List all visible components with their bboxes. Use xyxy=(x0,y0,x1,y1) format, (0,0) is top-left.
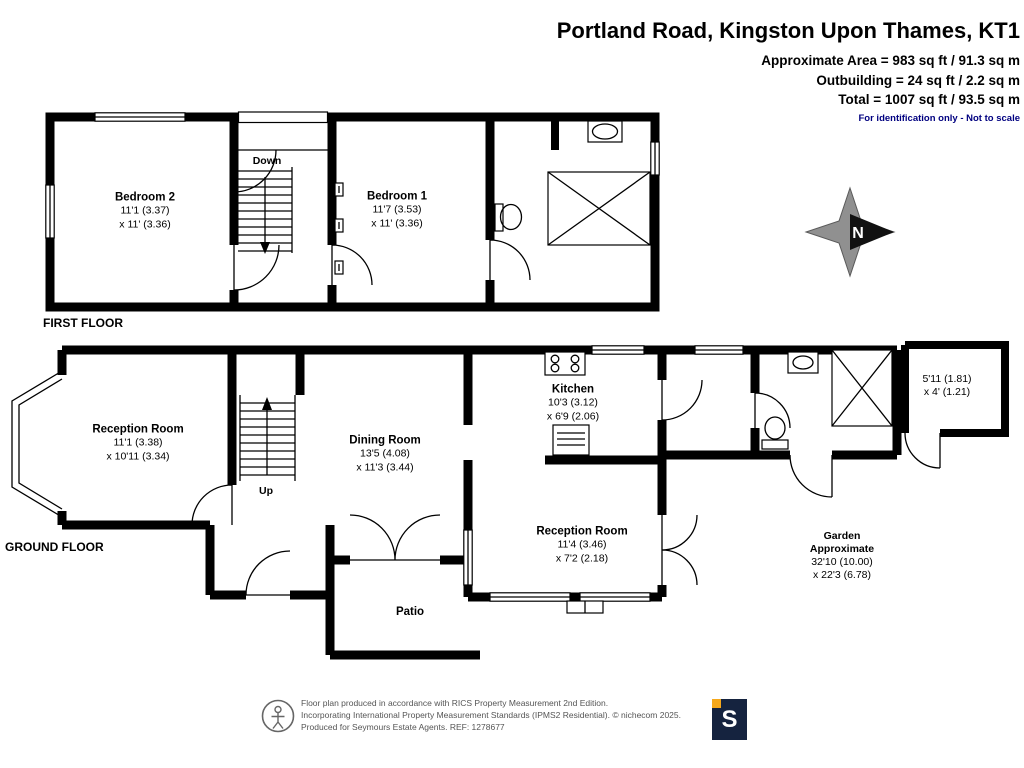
footer-line-3: Produced for Seymours Estate Agents. REF… xyxy=(301,721,505,732)
ground-floor-stairs xyxy=(239,395,296,481)
stairs-down-label: Down xyxy=(252,155,282,167)
room-dim: 10'3 (3.12) xyxy=(548,397,598,410)
page-title: Portland Road, Kingston Upon Thames, KT1 xyxy=(556,18,1020,43)
room-dim: x 6'9 (2.06) xyxy=(546,410,600,423)
room-name: Bedroom 1 xyxy=(366,190,428,203)
room-dim: 32'10 (10.00) xyxy=(811,556,873,568)
appliance-icon xyxy=(552,424,590,456)
room-label-dining: Dining Room 13'5 (4.08) x 11'3 (3.44) xyxy=(349,434,421,475)
room-name: Patio xyxy=(395,605,425,618)
footer-line-1: Floor plan produced in accordance with R… xyxy=(301,698,609,708)
room-dim: x 4' (1.21) xyxy=(923,386,971,398)
first-floor-label: FIRST FLOOR xyxy=(43,316,123,330)
ground-floor-plan xyxy=(11,341,1009,660)
footer-disclaimer: Floor plan produced in accordance with R… xyxy=(301,698,681,734)
room-qualifier: Approximate xyxy=(809,542,875,555)
first-floor-doors xyxy=(233,149,531,291)
hob-icon xyxy=(544,351,586,376)
compass-rose: N xyxy=(804,186,896,278)
down-arrow-icon xyxy=(260,242,270,254)
room-dim: 11'1 (3.37) xyxy=(120,205,170,218)
ground-floor-label: GROUND FLOOR xyxy=(5,540,104,554)
room-name: Reception Room xyxy=(92,423,184,436)
garden-step xyxy=(566,600,604,614)
rics-measurement-logo xyxy=(261,699,295,733)
toilet-icon xyxy=(494,203,523,232)
room-label-kitchen: Kitchen 10'3 (3.12) x 6'9 (2.06) xyxy=(547,383,599,424)
seymours-logo: S xyxy=(712,699,747,740)
room-dim: x 7'2 (2.18) xyxy=(555,552,609,565)
room-dim: x 11' (3.36) xyxy=(371,217,423,230)
up-arrow-icon xyxy=(262,397,272,410)
total-area: Total = 1007 sq ft / 93.5 sq m xyxy=(838,92,1020,108)
compass-north-label: N xyxy=(852,225,864,242)
radiator-icons xyxy=(334,182,344,275)
room-name: Kitchen xyxy=(551,383,595,396)
room-dim: x 11' (3.36) xyxy=(119,218,171,231)
room-label-patio: Patio xyxy=(396,605,424,619)
room-name: Bedroom 2 xyxy=(114,191,176,204)
sink-icon xyxy=(587,120,623,143)
room-dim: 11'7 (3.53) xyxy=(372,204,422,217)
north-arrow-icon xyxy=(850,214,894,250)
room-label-reception-rear: Reception Room 11'4 (3.46) x 7'2 (2.18) xyxy=(536,525,627,566)
ground-floor-walls xyxy=(57,345,902,660)
room-label-bedroom-2: Bedroom 2 11'1 (3.37) x 11' (3.36) xyxy=(115,191,175,232)
ground-floor-doors xyxy=(191,379,833,596)
room-dim: 13'5 (4.08) xyxy=(360,448,410,461)
room-dim: x 11'3 (3.44) xyxy=(356,461,414,474)
approximate-area: Approximate Area = 983 sq ft / 91.3 sq m xyxy=(761,53,1020,68)
seymours-logo-accent xyxy=(712,699,721,708)
header: Portland Road, Kingston Upon Thames, KT1… xyxy=(557,18,1020,124)
area-summary: Approximate Area = 983 sq ft / 91.3 sq m… xyxy=(557,51,1020,110)
footer-line-2: Incorporating International Property Mea… xyxy=(301,709,681,720)
stairs-up-label: Up xyxy=(259,485,273,497)
room-label-bedroom-1: Bedroom 1 11'7 (3.53) x 11' (3.36) xyxy=(367,190,427,231)
ground-floor-windows xyxy=(463,345,744,602)
room-label-outbuilding: 5'11 (1.81) x 4' (1.21) xyxy=(922,373,971,399)
shower-icon xyxy=(831,349,893,427)
first-floor-windows xyxy=(45,111,660,239)
room-dim: x 10'11 (3.34) xyxy=(106,450,170,463)
room-dim: 11'1 (3.38) xyxy=(113,437,163,450)
room-name: Dining Room xyxy=(349,434,421,447)
bath-icon xyxy=(547,171,651,246)
room-label-reception-front: Reception Room 11'1 (3.38) x 10'11 (3.34… xyxy=(92,423,183,464)
scale-disclaimer: For identification only - Not to scale xyxy=(858,112,1020,124)
bay-window xyxy=(11,370,63,518)
room-label-garden: Garden Approximate 32'10 (10.00) x 22'3 … xyxy=(810,530,874,583)
toilet-icon xyxy=(761,416,789,450)
room-dim: 5'11 (1.81) xyxy=(922,372,972,385)
room-dim: 11'4 (3.46) xyxy=(557,539,607,552)
first-floor-plan xyxy=(45,111,660,312)
room-dim: x 22'3 (6.78) xyxy=(812,569,872,582)
seymours-logo-letter: S xyxy=(721,705,738,733)
outbuilding-area: Outbuilding = 24 sq ft / 2.2 sq m xyxy=(816,72,1020,88)
room-name: Garden xyxy=(823,529,861,542)
first-floor-stairs xyxy=(234,149,332,254)
outbuilding-walls xyxy=(901,341,1009,469)
sink-icon xyxy=(787,351,819,374)
room-name: Reception Room xyxy=(536,525,628,538)
first-floor-walls xyxy=(45,112,660,312)
